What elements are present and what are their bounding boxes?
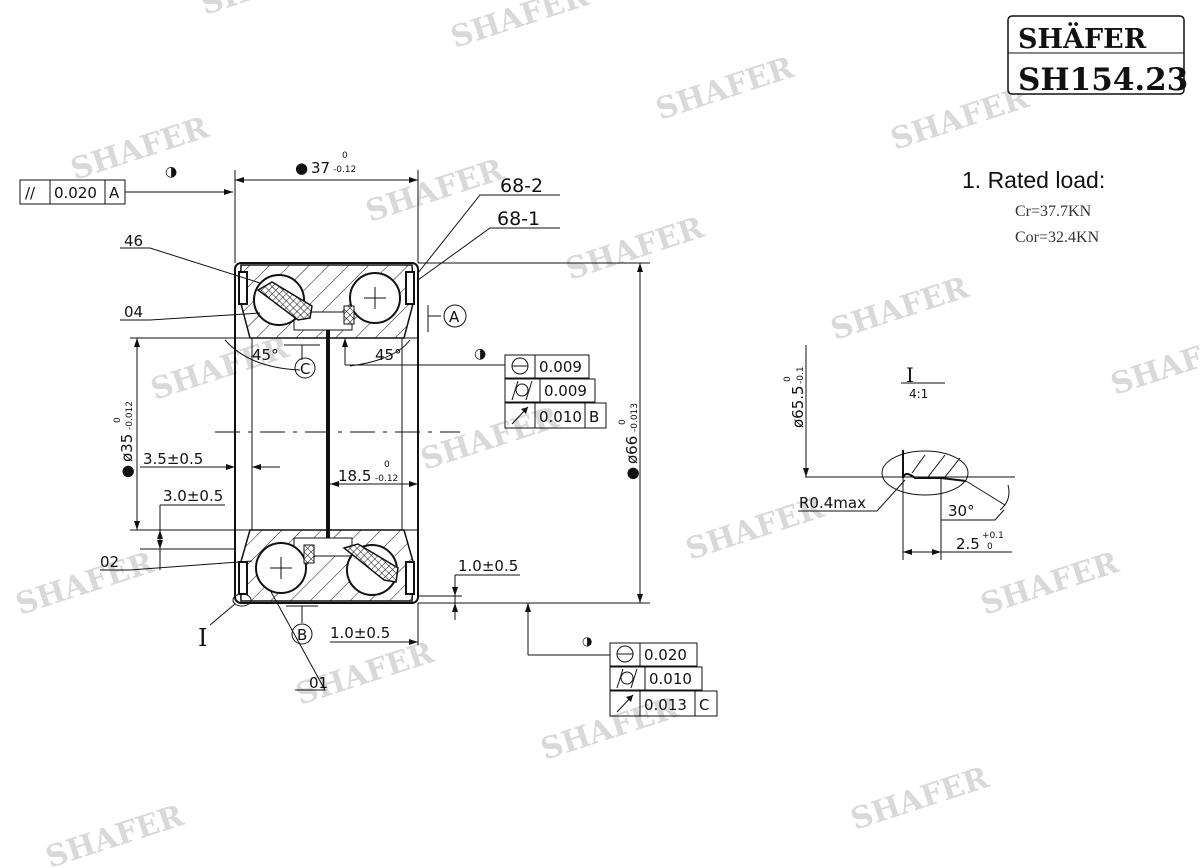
detail-angle: 30° — [948, 502, 975, 520]
watermark: SHAFER — [977, 545, 1124, 623]
datum-b: B — [297, 626, 307, 644]
watermark: SHAFER — [197, 0, 344, 23]
fcf-value: 0.020 — [54, 184, 97, 202]
part-number: SH154.23 — [1018, 62, 1188, 98]
watermark: SHAFER — [562, 210, 709, 288]
width-upper-tol: 0 — [342, 151, 348, 161]
outer-symbol: ● — [623, 467, 641, 480]
fcf-bore-group: 0.020 0.010 0.013 C — [609, 642, 718, 717]
roundness-icon — [616, 645, 634, 663]
outer-dimension: ø66 — [623, 436, 641, 464]
part-labels: 46 04 02 01 68-2 68-1 — [100, 175, 543, 692]
detail-view: I 4:1 ø65.5 0 -0.1 R0.4max 30° 2.5 +0.1 … — [783, 345, 1015, 560]
notes-heading: 1. Rated load: — [962, 167, 1105, 193]
fcf-value: 0.020 — [644, 646, 687, 664]
part-label-04: 04 — [124, 303, 143, 321]
dim-3-5: 3.5±0.5 — [143, 450, 203, 468]
bore-dimension: ø35 — [118, 434, 136, 462]
angle-right: 45° — [375, 346, 402, 364]
detail-dia-upper: 0 — [783, 376, 793, 382]
width-symbol: ● — [295, 159, 308, 177]
watermarks: SHAFER SHAFER SHAFER SHAFER SHAFER SHAFE… — [12, 0, 1200, 868]
inner-half-upper-tol: 0 — [384, 460, 390, 470]
fcf-datum: C — [699, 696, 709, 714]
outer-lower-tol: -0.013 — [630, 403, 640, 432]
special-characteristic-icon: ◑ — [582, 634, 593, 648]
datum-a: A — [449, 308, 460, 326]
runout-icon — [616, 694, 634, 713]
part-label-02: 02 — [100, 553, 119, 571]
fcf-value: 0.009 — [539, 358, 582, 376]
watermark: SHAFER — [827, 270, 974, 348]
bearing-section — [215, 262, 460, 607]
detail-marker: I — [198, 624, 207, 652]
special-characteristic-icon: ◑ — [165, 164, 177, 180]
dimension-lines — [100, 170, 650, 691]
part-label-68-1: 68-1 — [497, 208, 540, 230]
watermark: SHAFER — [1107, 325, 1200, 403]
detail-dia-lower: -0.1 — [796, 366, 806, 384]
datum-c: C — [300, 360, 310, 378]
watermark: SHAFER — [42, 798, 189, 868]
fcf-outer-group: 0.009 0.009 0.010 B — [504, 354, 607, 429]
detail-radius: R0.4max — [799, 494, 866, 512]
outer-upper-tol: 0 — [618, 419, 628, 425]
detail-length: 2.5 — [956, 535, 980, 553]
detail-diameter: ø65.5 — [789, 385, 807, 428]
bore-upper-tol: 0 — [113, 417, 123, 423]
part-label-01: 01 — [309, 674, 328, 692]
detail-label: I — [906, 363, 914, 387]
brand-logo: SHÄFER — [1018, 21, 1147, 55]
dim-1-0-right: 1.0±0.5 — [458, 557, 518, 575]
dimension-labels: ● 37 0 -0.12 ● ø35 0 -0.012 ● ø66 0 -0.0… — [113, 151, 641, 642]
width-lower-tol: -0.12 — [333, 165, 356, 175]
bore-symbol: ● — [118, 465, 136, 478]
fcf-value: 0.013 — [644, 696, 687, 714]
inner-half-lower-tol: -0.12 — [375, 474, 398, 484]
angle-left: 45° — [252, 346, 279, 364]
fcf-value: 0.010 — [649, 670, 692, 688]
part-label-68-2: 68-2 — [500, 175, 543, 197]
runout-icon — [511, 406, 529, 425]
watermark: SHAFER — [447, 0, 594, 56]
fcf-value: 0.009 — [544, 382, 587, 400]
detail-scale: 4:1 — [909, 387, 928, 401]
cylindricity-icon — [511, 380, 533, 401]
width-dimension: 37 — [311, 159, 330, 177]
arrowheads — [134, 177, 643, 645]
watermark: SHAFER — [362, 152, 509, 230]
watermark: SHAFER — [652, 50, 799, 128]
fcf-value: 0.010 — [539, 408, 582, 426]
note-cr: Cr=37.7KN — [1015, 203, 1092, 220]
part-label-46: 46 — [124, 232, 143, 250]
watermark: SHAFER — [67, 110, 214, 188]
roundness-icon — [511, 357, 529, 375]
watermark: SHAFER — [847, 760, 994, 838]
fcf-datum: A — [109, 184, 120, 202]
watermark: SHAFER — [147, 330, 294, 408]
parallelism-icon: // — [25, 184, 36, 202]
fcf-datum: B — [589, 408, 599, 426]
rated-load-notes: 1. Rated load: Cr=37.7KN Cor=32.4KN — [962, 167, 1105, 246]
fcf-parallelism: // 0.020 A — [19, 179, 126, 205]
watermark: SHAFER — [12, 545, 159, 623]
bore-lower-tol: -0.012 — [125, 401, 135, 430]
special-characteristic-icon: ◑ — [474, 346, 486, 362]
detail-len-lower: 0 — [987, 542, 993, 552]
inner-half-dimension: 18.5 — [338, 467, 371, 485]
detail-len-upper: +0.1 — [982, 531, 1004, 541]
title-block: SHÄFER SH154.23 — [1007, 15, 1188, 98]
datum-markers: A C B I — [198, 304, 467, 652]
note-cor: Cor=32.4KN — [1015, 229, 1100, 246]
dim-3-0: 3.0±0.5 — [163, 487, 223, 505]
cylindricity-icon — [616, 668, 638, 689]
dim-1-0-bottom: 1.0±0.5 — [330, 624, 390, 642]
